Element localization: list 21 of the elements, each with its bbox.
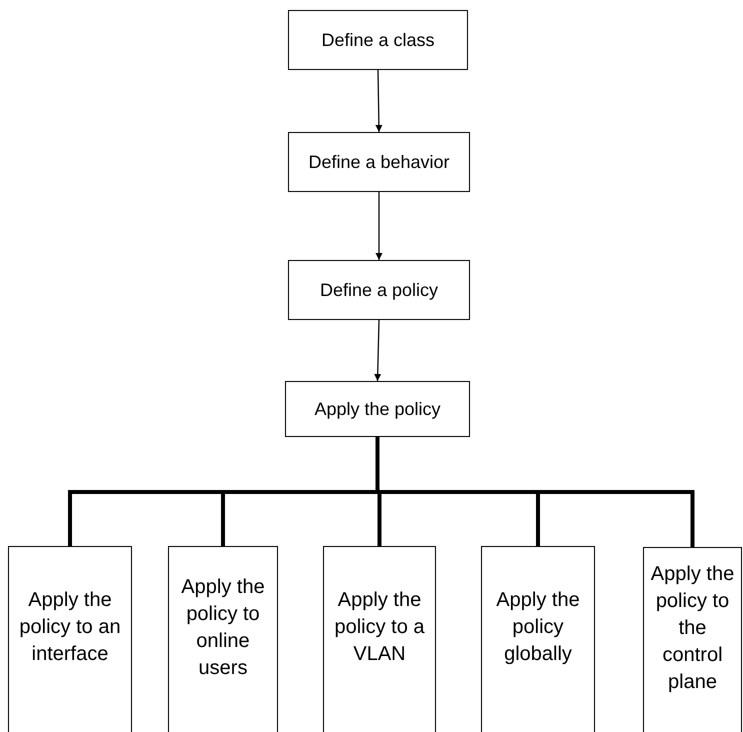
process-box [285, 381, 470, 437]
box-label: Apply the policy to online users [180, 574, 266, 680]
box-label: Define a behavior [308, 150, 450, 174]
process-box [288, 10, 468, 70]
box-label: Apply the policy to the control plane [650, 562, 736, 694]
process-box [8, 546, 132, 732]
box-label: Apply the policy globally [495, 588, 581, 667]
box-label: Define a class [321, 28, 435, 52]
box-label: Apply the policy to a VLAN [333, 588, 426, 667]
process-box [643, 547, 742, 732]
process-box [288, 260, 470, 320]
box-label: Apply the policy to an interface [18, 588, 122, 667]
box-label: Apply the policy [314, 398, 441, 421]
process-box [481, 546, 595, 732]
box-label: Define a policy [320, 278, 438, 302]
arrow [376, 192, 382, 260]
arrow [375, 70, 382, 132]
process-box [323, 546, 436, 732]
process-box [168, 546, 278, 732]
process-box [288, 132, 470, 192]
arrow [374, 320, 382, 382]
